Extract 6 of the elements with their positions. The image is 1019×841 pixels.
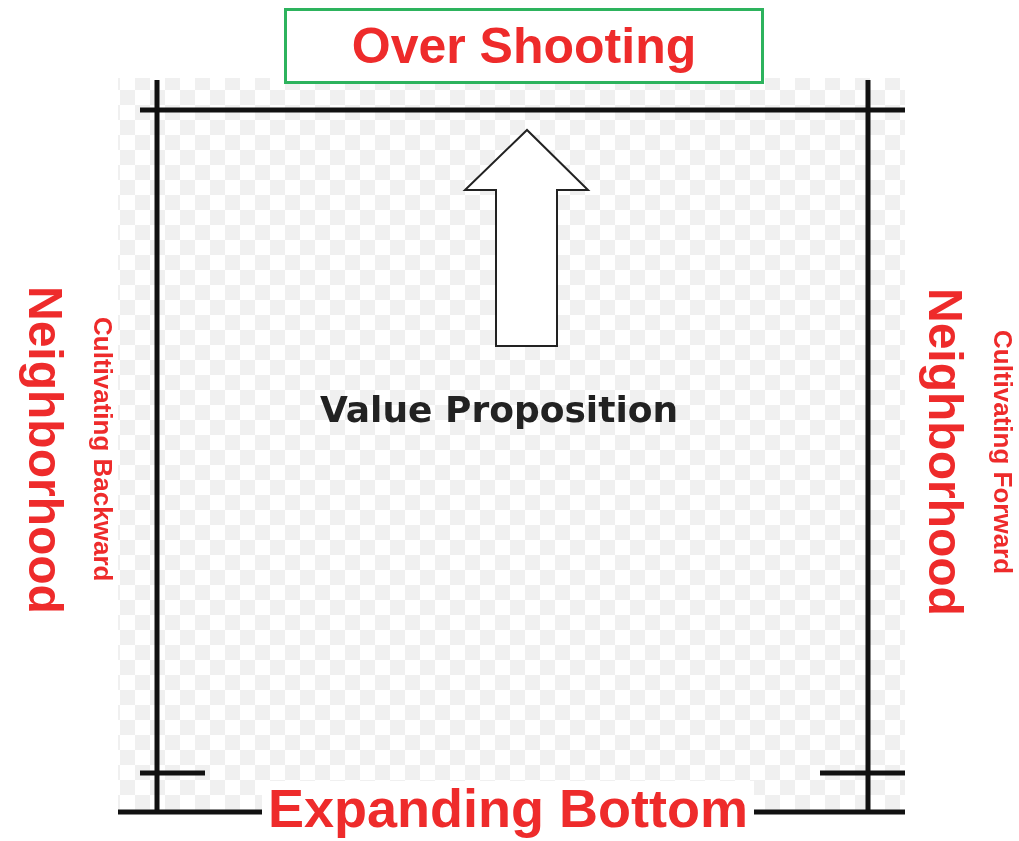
side-label: Neighborhood — [21, 286, 69, 614]
side-label: Cultivating Forward — [990, 329, 1016, 575]
side-label: Neighborhood — [921, 288, 969, 616]
heading-box: Over Shooting — [284, 8, 764, 84]
side-label: Cultivating Backward — [90, 316, 116, 582]
center-label: Value Proposition — [319, 392, 679, 428]
